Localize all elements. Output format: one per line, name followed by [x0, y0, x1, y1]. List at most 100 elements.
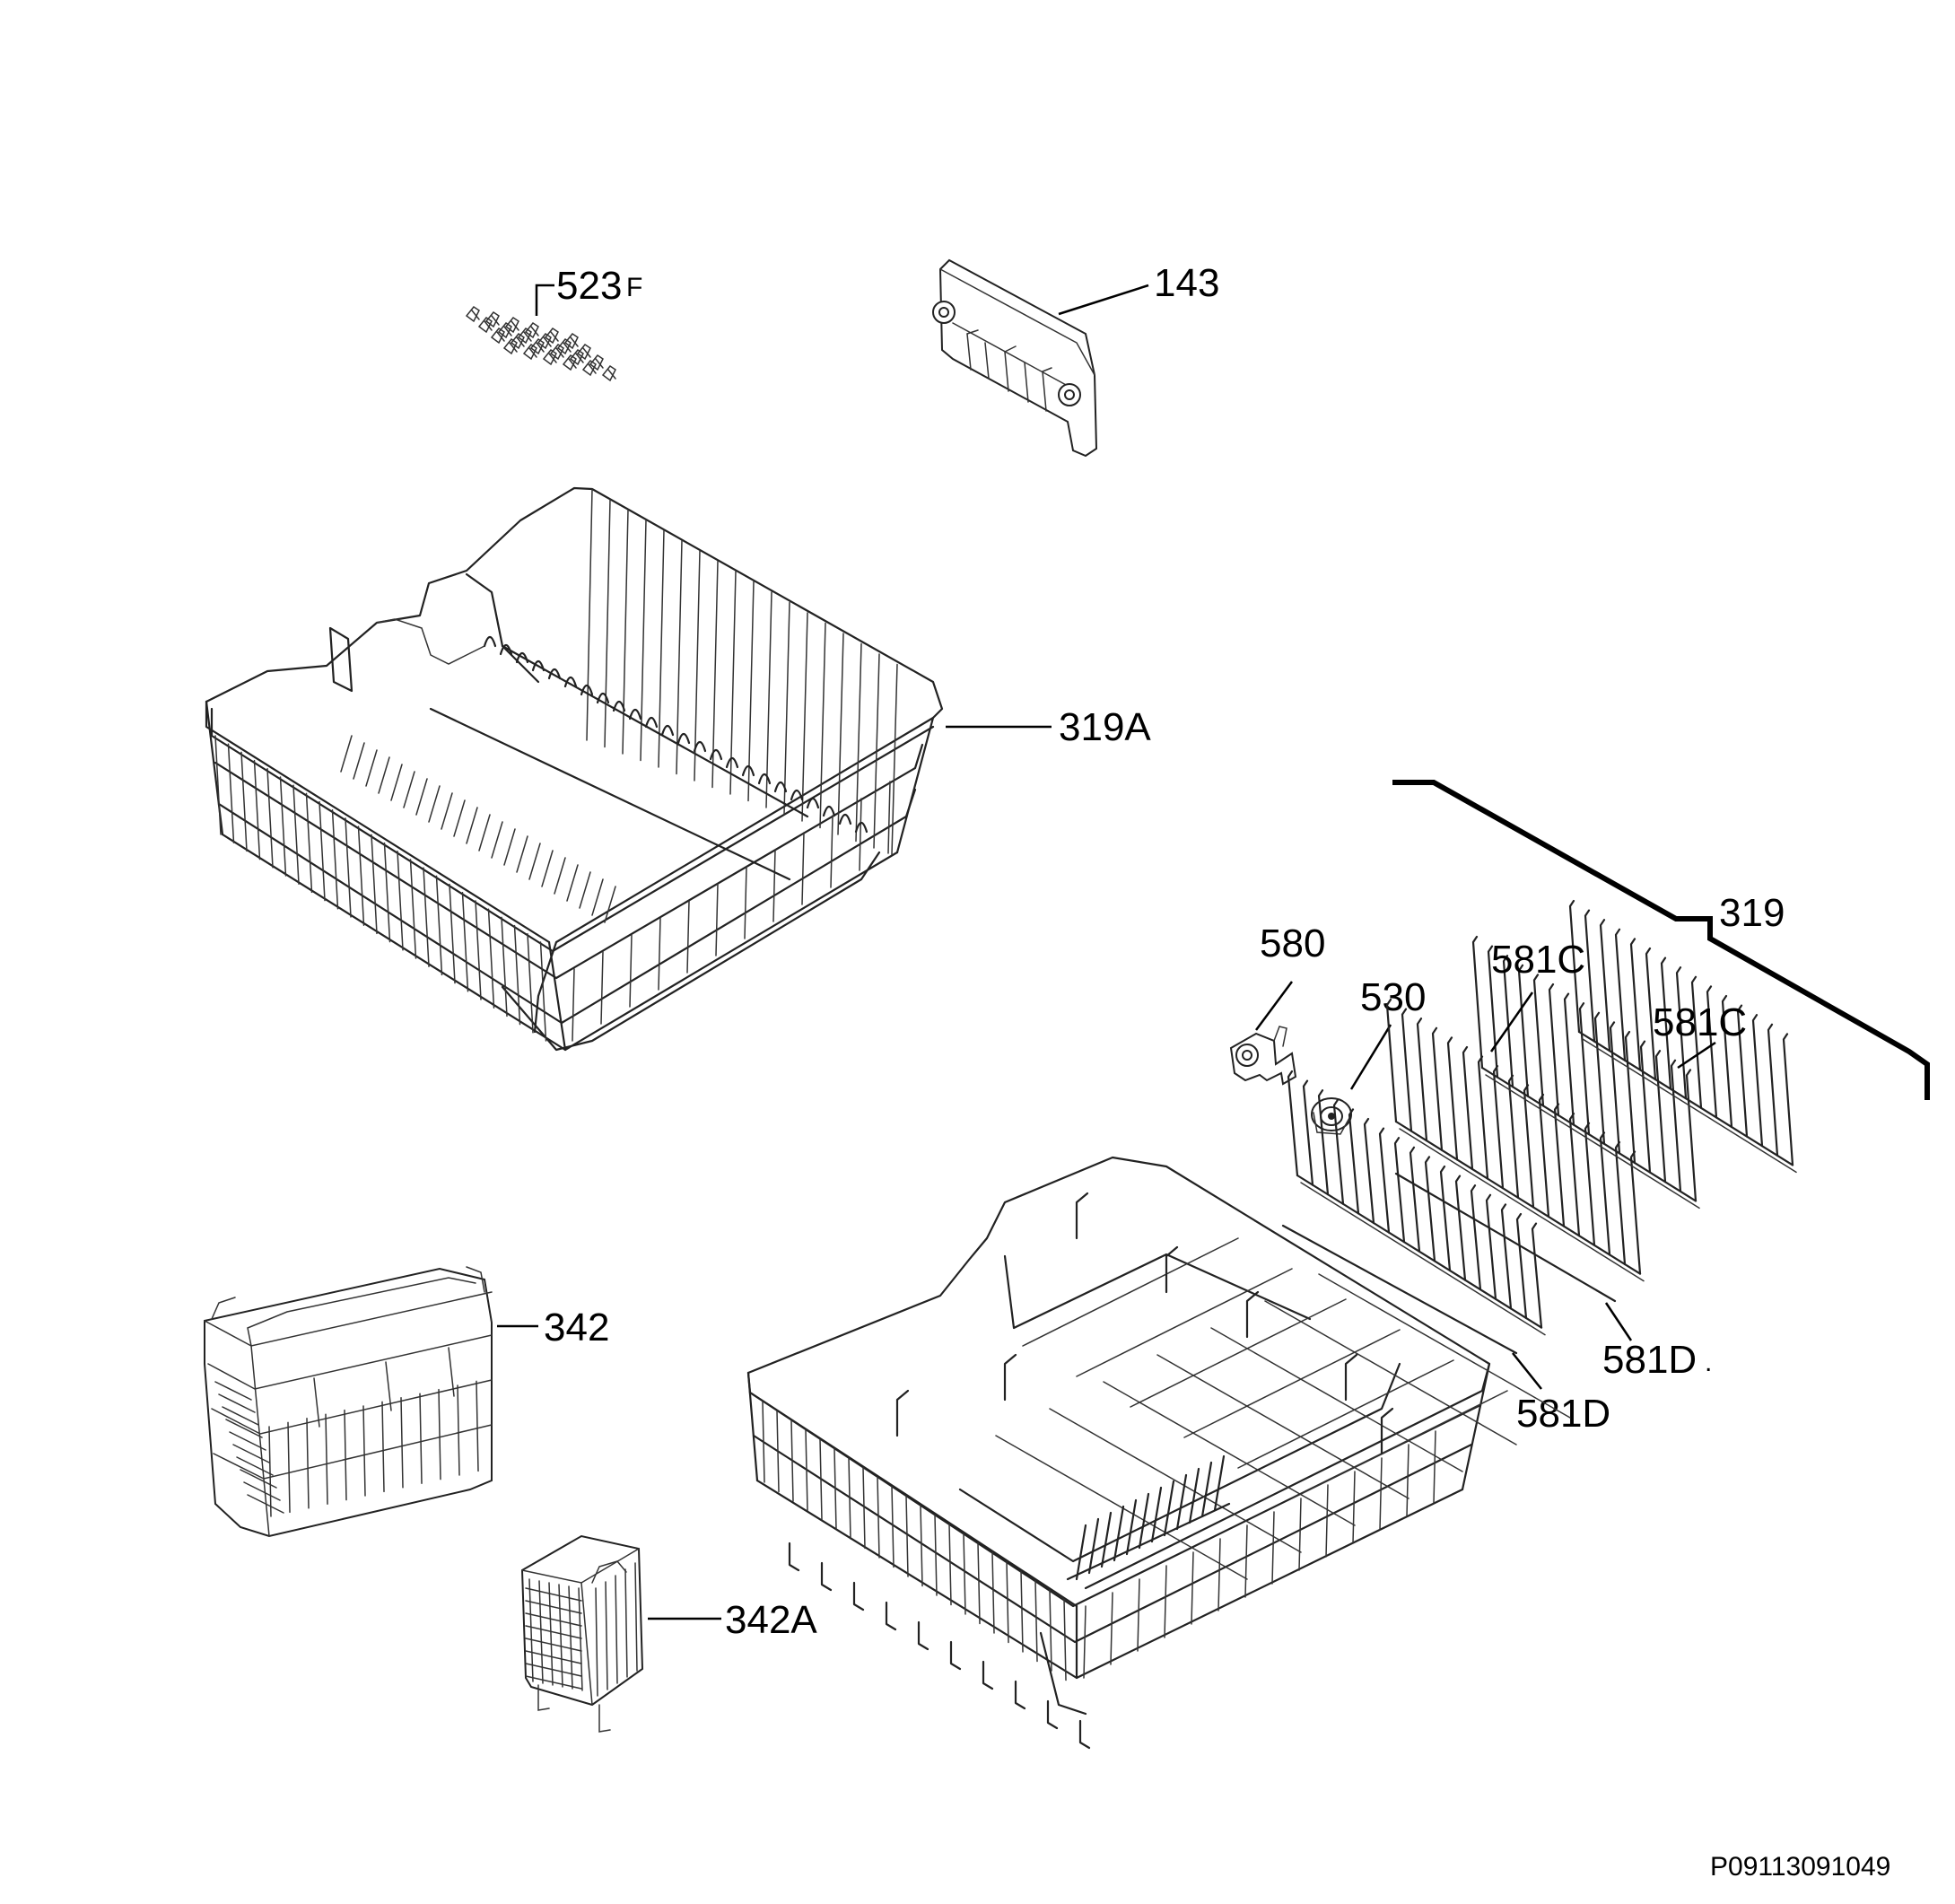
- wire-segment: [558, 1584, 563, 1688]
- wire-segment: [477, 316, 493, 334]
- wire-segment: [371, 834, 378, 935]
- wire-segment: [1502, 955, 1514, 1088]
- wire-segment: [487, 908, 495, 1009]
- wire-segment: [757, 773, 772, 785]
- wire-segment: [862, 1466, 866, 1550]
- wire-segment: [1582, 1038, 1797, 1174]
- wire-segment: [1083, 1605, 1087, 1679]
- wire-segment: [1531, 1222, 1543, 1329]
- wire-segment: [582, 347, 591, 358]
- wire-segment: [589, 354, 604, 371]
- wire-segment: [365, 749, 378, 787]
- wire-segment: [1685, 1069, 1698, 1202]
- wire-segment: [548, 1582, 554, 1686]
- wire-segment: [509, 342, 518, 353]
- wire-segment: [1291, 1390, 1508, 1499]
- wire-segment: [287, 1421, 291, 1514]
- wire-segment: [550, 331, 559, 342]
- part-lower-basket: [746, 1156, 1571, 1750]
- wire-segment: [429, 707, 791, 881]
- wire-segment: [949, 1640, 962, 1671]
- wire-segment: [453, 799, 466, 837]
- wire-segment: [1578, 1002, 1591, 1136]
- wire-segment: [1584, 909, 1596, 1043]
- wire-segment: [530, 326, 539, 336]
- wire-segment: [513, 924, 521, 1026]
- wire-segment: [859, 798, 862, 871]
- wire-segment: [240, 751, 248, 852]
- wire-segment: [852, 1581, 865, 1611]
- wire-segment: [1416, 1018, 1428, 1142]
- wire-segment: [491, 821, 503, 859]
- wire-segment: [471, 310, 480, 320]
- wire-segment: [1183, 1329, 1401, 1438]
- wire-segment: [1049, 1589, 1052, 1672]
- label-319a: 319A: [1059, 705, 1151, 749]
- wire-segment: [1393, 1137, 1406, 1244]
- wire-segment: [1706, 985, 1718, 1119]
- wire-segment: [982, 1660, 994, 1690]
- wire-segment: [873, 653, 880, 849]
- wire-segment: [920, 1504, 923, 1587]
- wire-segment: [566, 864, 579, 902]
- wire-segment: [805, 1428, 808, 1512]
- wire-segment: [837, 633, 844, 835]
- wire-segment: [1113, 1505, 1125, 1562]
- wire-segment: [624, 1568, 628, 1678]
- wire-segment: [772, 849, 776, 922]
- wire-segment: [525, 1675, 582, 1690]
- wire-segment: [1348, 1108, 1360, 1215]
- wire-segment: [569, 348, 584, 366]
- wire-segment: [1137, 1578, 1140, 1652]
- wire-segment: [1439, 1165, 1452, 1272]
- wire-segment: [591, 878, 604, 916]
- part-523f-clips: 523 F: [465, 264, 642, 382]
- wire-segment: [1485, 1074, 1700, 1210]
- wire-segment: [1014, 1680, 1026, 1710]
- wire-segment: [266, 768, 274, 869]
- wire-segment: [1332, 1098, 1345, 1205]
- wire-segment: [1424, 1156, 1436, 1262]
- wire-segment: [1020, 1570, 1024, 1653]
- wire-segment: [527, 933, 534, 1034]
- label-581c-1: 581C: [1491, 938, 1585, 982]
- label-342a: 342A: [725, 1598, 817, 1642]
- wire-segment: [1675, 966, 1688, 1100]
- wire-segment: [634, 1562, 638, 1672]
- wire-segment: [331, 809, 339, 910]
- wire-segment: [579, 871, 591, 909]
- wire-segment: [1076, 1268, 1293, 1377]
- wire-segment: [490, 327, 505, 345]
- wire-segment: [475, 900, 482, 1000]
- wire-segment: [744, 866, 747, 939]
- wire-segment: [570, 336, 579, 347]
- wire-segment: [1034, 1579, 1038, 1663]
- wire-segment: [1110, 1592, 1113, 1665]
- wire-segment: [1690, 975, 1703, 1109]
- wire-segment: [644, 716, 659, 729]
- wire-segment: [383, 842, 391, 943]
- wire-segment: [491, 315, 500, 326]
- wire-segment: [607, 369, 616, 380]
- wire-segment: [1470, 1184, 1482, 1291]
- wire-segment: [891, 1485, 895, 1568]
- wire-segment: [806, 797, 820, 809]
- wire-segment: [1302, 1079, 1314, 1186]
- wire-segment: [1066, 1502, 1231, 1581]
- wire-segment: [461, 892, 469, 992]
- wire-segment: [536, 342, 545, 353]
- wire-segment: [1563, 992, 1575, 1126]
- wire-segment: [541, 850, 554, 887]
- wire-segment: [525, 1625, 582, 1639]
- wire-segment: [218, 1393, 256, 1413]
- wire-segment: [227, 743, 235, 843]
- wire-segment: [1078, 1719, 1091, 1750]
- wire-segment: [568, 1585, 573, 1690]
- wire-segment: [554, 857, 566, 895]
- wire-segment: [1399, 1128, 1645, 1282]
- wire-segment: [549, 343, 564, 361]
- wire-segment: [776, 1410, 780, 1493]
- wire-segment: [1245, 1290, 1260, 1339]
- part-530-wheel: 530: [1311, 975, 1426, 1135]
- wire-segment: [601, 364, 616, 382]
